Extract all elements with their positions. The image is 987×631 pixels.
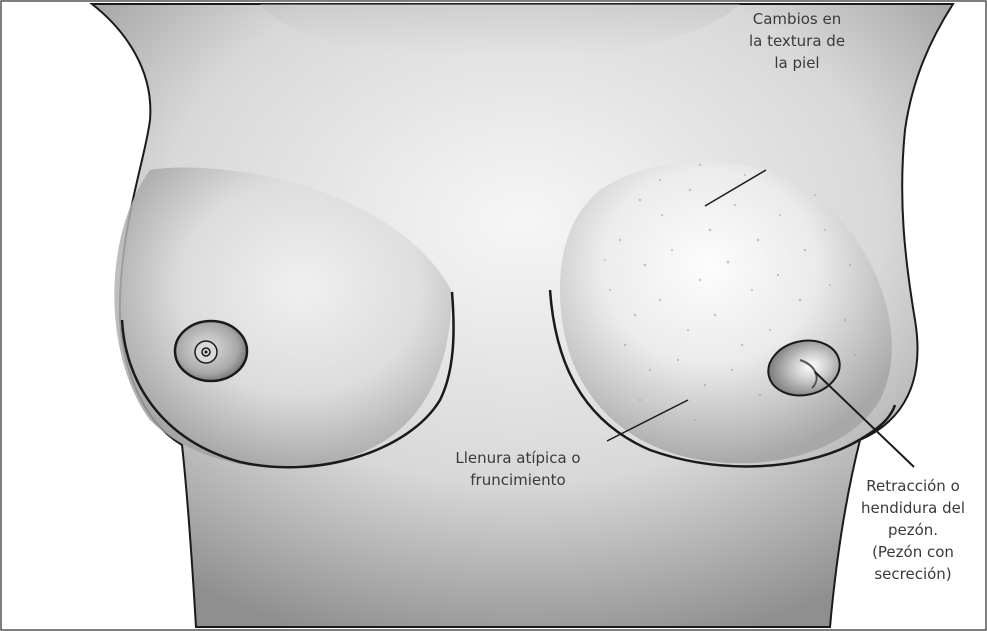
label-skin-texture-changes: Cambios en la textura de la piel bbox=[722, 8, 872, 74]
label-line: Retracción o bbox=[838, 475, 987, 497]
label-line: la textura de bbox=[722, 30, 872, 52]
label-line: fruncimiento bbox=[418, 469, 618, 491]
label-line: Cambios en bbox=[722, 8, 872, 30]
label-line: pezón. bbox=[838, 519, 987, 541]
label-line: (Pezón con bbox=[838, 541, 987, 563]
label-line: la piel bbox=[722, 52, 872, 74]
label-nipple-retraction: Retracción o hendidura del pezón. (Pezón… bbox=[838, 475, 987, 585]
label-line: hendidura del bbox=[838, 497, 987, 519]
label-line: secreción) bbox=[838, 563, 987, 585]
label-line: Llenura atípica o bbox=[418, 447, 618, 469]
label-atypical-fullness: Llenura atípica o fruncimiento bbox=[418, 447, 618, 491]
